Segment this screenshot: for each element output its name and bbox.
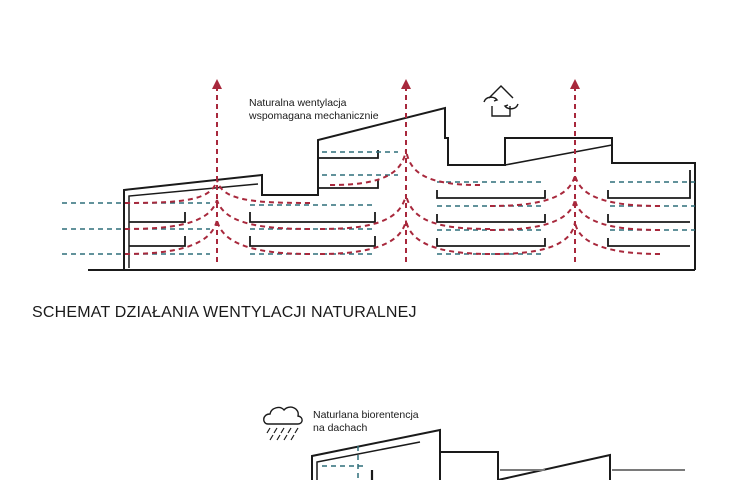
diagram-title: SCHEMAT DZIAŁANIA WENTYLACJI NATURALNEJ	[32, 304, 417, 321]
building-section-bottom	[311, 428, 611, 480]
annotation-line: na dachach	[313, 422, 368, 434]
air-flow-arrows	[124, 79, 661, 262]
annotation-line: Naturalna wentylacja	[249, 97, 347, 109]
annotation-retention: Naturlana biorentencja na dachach	[313, 409, 419, 435]
rain-cloud-icon	[263, 406, 303, 441]
recirculation-house-icon	[483, 85, 519, 117]
water-flow-lines	[322, 446, 366, 480]
annotation-line: Naturlana biorentencja	[313, 409, 419, 421]
annotation-line: wspomagana mechanicznie	[249, 110, 379, 122]
annotation-ventilation: Naturalna wentylacja wspomagana mechanic…	[249, 97, 379, 123]
building-section-top	[88, 106, 696, 271]
